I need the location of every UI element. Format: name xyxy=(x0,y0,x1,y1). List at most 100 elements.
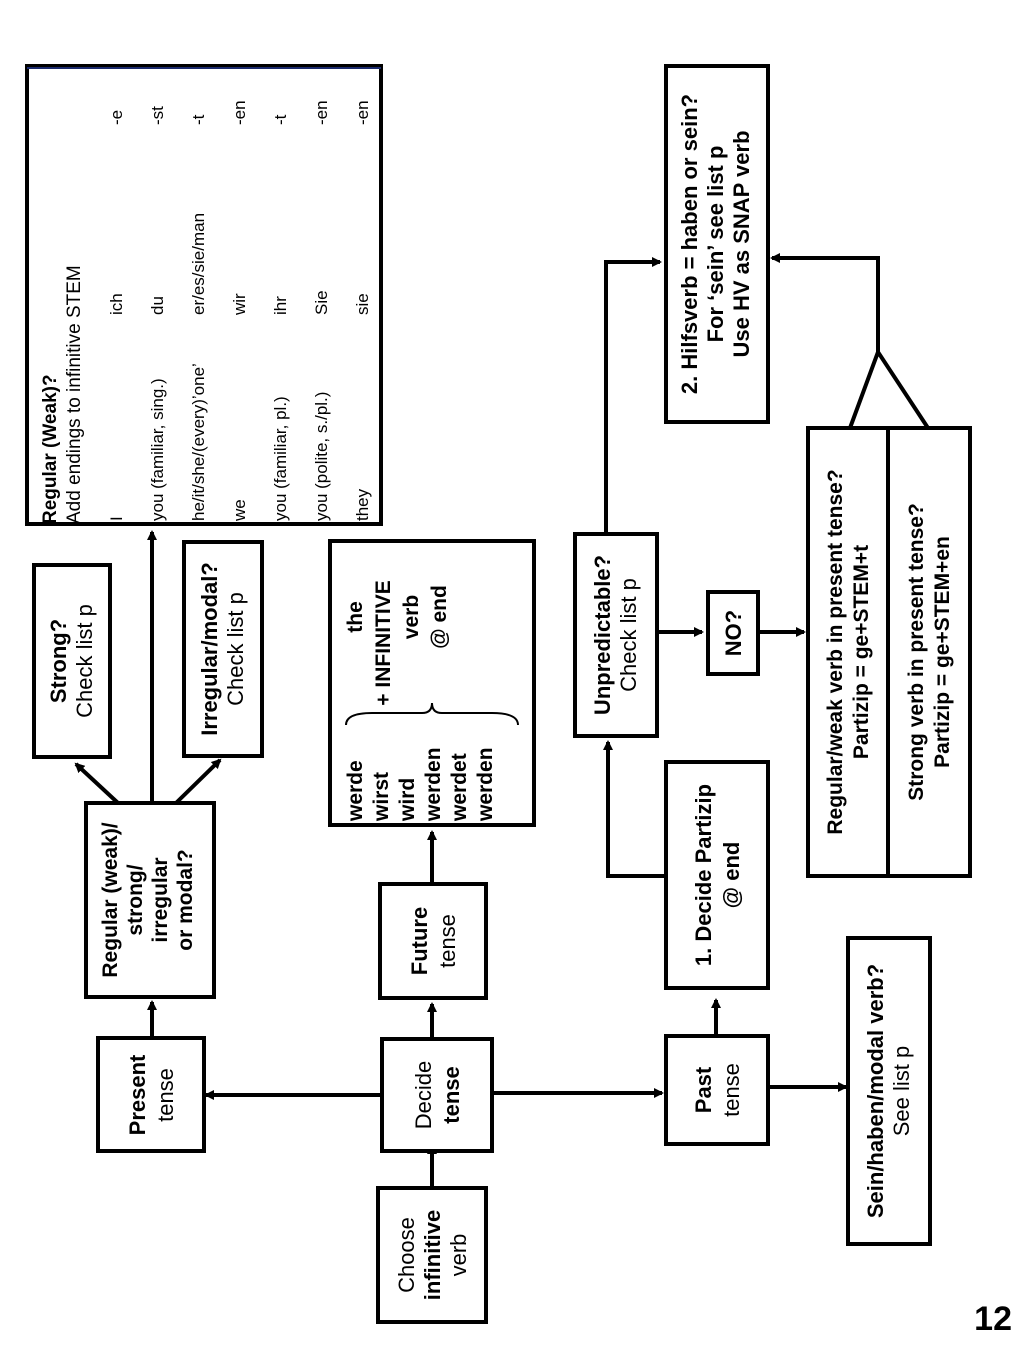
table-cell-pronoun: Sie xyxy=(312,290,331,315)
irregular-check-node: Irregular/modal? Check list p xyxy=(182,540,264,758)
decide-partizip-box xyxy=(664,760,770,990)
arrow-regular-to-irregular xyxy=(174,758,222,805)
partizip-line-1: 1. Decide Partizip xyxy=(691,784,716,966)
regular-strong-box xyxy=(84,801,216,999)
regular-line-2: strong/ xyxy=(124,864,147,935)
hilfsverb-box xyxy=(664,64,770,424)
regular-strong-node: Regular (weak)/ strong/ irregular or mod… xyxy=(84,801,216,999)
fork-rules xyxy=(848,347,930,430)
future-line-2: tense xyxy=(435,914,460,968)
irregular-check-box xyxy=(182,540,264,758)
future-forms-box xyxy=(328,539,536,827)
future-form-5: werdet xyxy=(448,753,471,822)
table-cell-english: we xyxy=(230,499,249,522)
table-cell-pronoun: ihr xyxy=(271,296,290,315)
table-cell-pronoun: sie xyxy=(353,293,372,315)
choose-box xyxy=(376,1186,488,1324)
table-cell-ending: -en xyxy=(230,100,249,125)
hilfsverb-line-3: Use HV as SNAP verb xyxy=(729,130,754,357)
future-tense-box xyxy=(378,882,488,1000)
regular-table-box xyxy=(25,64,383,526)
past-line-2: tense xyxy=(719,1063,744,1117)
unpredictable-line-2: Check list p xyxy=(616,578,641,692)
partizip-rules-node: Regular/weak verb in present tense? Part… xyxy=(806,426,972,878)
table-cell-english: you (familiar, sing.) xyxy=(148,378,167,521)
decide-tense-node: Decide tense xyxy=(380,1037,494,1153)
future-rule-3: verb xyxy=(400,595,423,639)
table-cell-ending: -e xyxy=(107,110,126,125)
table-cell-english: you (familiar, pl.) xyxy=(271,396,290,521)
sein-haben-line-1: Sein/haben/modal verb? xyxy=(863,964,888,1218)
arrow-partizip-to-unpredictable xyxy=(603,740,666,878)
irregular-line-1: Irregular/modal? xyxy=(197,562,222,736)
hilfsverb-line-2: For ‘sein’ see list p xyxy=(703,146,728,343)
strong-check-box xyxy=(32,563,112,759)
table-cell-ending: -en xyxy=(312,100,331,125)
hilfsverb-line-1: 2. Hilfsverb = haben or sein? xyxy=(677,94,702,394)
connectors xyxy=(74,253,930,1188)
strong-line-2: Check list p xyxy=(72,604,97,718)
table-cell-english: I xyxy=(107,516,126,521)
regular-line-1: Regular (weak)/ xyxy=(99,822,122,977)
strong-rule-line-1: Strong verb in present tense? xyxy=(905,503,928,801)
table-cell-pronoun: du xyxy=(148,296,167,315)
unpredictable-line-1: Unpredictable? xyxy=(590,555,615,715)
regular-line-4: or modal? xyxy=(174,849,197,951)
choose-line-3: verb xyxy=(446,1234,471,1277)
hilfsverb-node: 2. Hilfsverb = haben or sein? For ‘sein’… xyxy=(664,64,770,424)
table-title: Regular (Weak)? xyxy=(40,374,61,524)
decide-tense-box xyxy=(380,1037,494,1153)
past-tense-node: Past tense xyxy=(664,1034,770,1146)
choose-line-2: infinitive xyxy=(420,1210,445,1300)
present-tense-node: Present tense xyxy=(96,1036,206,1153)
arrow-regular-to-strong xyxy=(74,762,120,805)
sein-haben-box xyxy=(846,936,932,1246)
future-tense-node: Future tense xyxy=(378,882,488,1000)
partizip-line-2: @ end xyxy=(719,842,744,909)
future-forms-node: werde wirst wird werden werdet werden th… xyxy=(328,539,536,827)
decide-line-1: Decide xyxy=(411,1061,436,1129)
choose-line-1: Choose xyxy=(394,1217,419,1293)
table-cell-english: they xyxy=(353,488,372,521)
sein-haben-node: Sein/haben/modal verb? See list p xyxy=(846,936,932,1246)
table-cell-ending: -en xyxy=(353,100,372,125)
table-cell-ending: -t xyxy=(189,114,208,125)
no-box xyxy=(706,590,760,676)
table-cell-ending: -st xyxy=(148,106,167,125)
future-line-1: Future xyxy=(407,907,432,975)
weak-rule-line-1: Regular/weak verb in present tense? xyxy=(824,469,847,834)
future-form-1: werde xyxy=(344,760,367,822)
page-number: 12 xyxy=(974,1300,1012,1338)
past-tense-box xyxy=(664,1034,770,1146)
unpredictable-node: Unpredictable? Check list p xyxy=(573,532,659,738)
arrow-unpredictable-to-hilfsverb xyxy=(604,257,662,534)
arrow-rules-to-hilfsverb xyxy=(770,253,880,352)
table-cell-english: you (polite, s./pl.) xyxy=(312,392,331,521)
future-brace xyxy=(345,702,519,726)
regular-endings-table: Regular (Weak)? Add endings to infinitiv… xyxy=(25,64,383,526)
future-form-6: werden xyxy=(474,747,497,822)
present-line-1: Present xyxy=(125,1054,150,1135)
future-form-3: wird xyxy=(396,778,419,822)
strong-check-node: Strong? Check list p xyxy=(32,563,112,759)
no-label: NO? xyxy=(721,610,746,656)
future-rule-2: + INFINITIVE xyxy=(372,580,395,705)
table-cell-ending: -t xyxy=(271,114,290,125)
unpredictable-box xyxy=(573,532,659,738)
future-form-2: wirst xyxy=(370,772,393,822)
future-rule-1: the xyxy=(344,601,367,633)
table-cell-pronoun: ich xyxy=(107,293,126,315)
choose-node: Choose infinitive verb xyxy=(376,1186,488,1324)
strong-line-1: Strong? xyxy=(46,619,71,703)
table-cell-english: he/it/she/(every)’one’ xyxy=(189,363,208,521)
sein-haben-line-2: See list p xyxy=(889,1046,914,1137)
decide-partizip-node: 1. Decide Partizip @ end xyxy=(664,760,770,990)
present-line-2: tense xyxy=(153,1068,178,1122)
decide-line-2: tense xyxy=(439,1066,464,1123)
no-node: NO? xyxy=(706,590,760,676)
regular-line-3: irregular xyxy=(149,857,172,942)
present-tense-box xyxy=(96,1036,206,1153)
table-cell-pronoun: wir xyxy=(230,293,249,316)
